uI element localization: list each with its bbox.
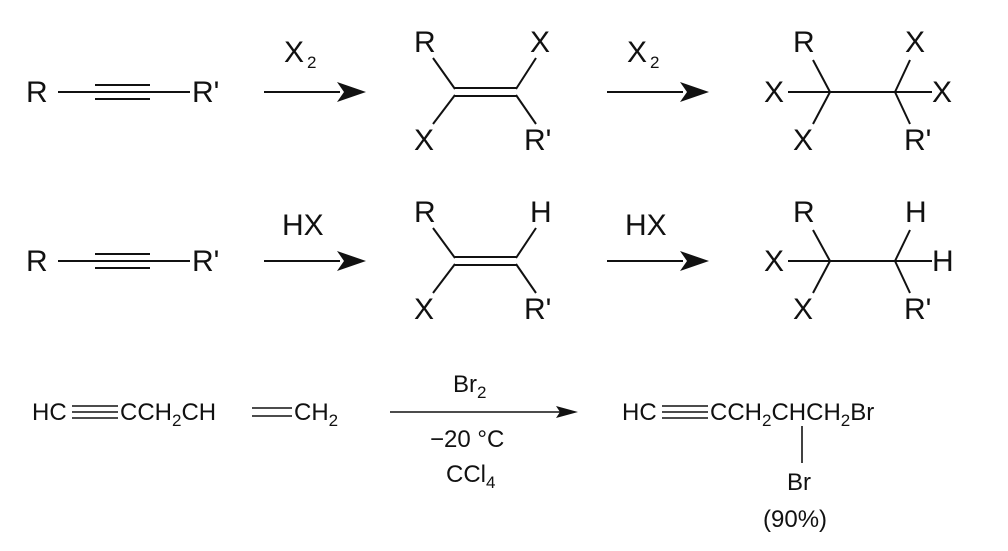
reaction-arrowhead — [337, 251, 366, 271]
row2-alkene-br: R' — [524, 293, 551, 326]
bond — [515, 94, 537, 125]
reactant-ch2: CH2 — [294, 399, 338, 430]
row1-alkene: R X X R' — [414, 26, 551, 157]
row2-alkene-tr: H — [530, 196, 552, 229]
row2-alkane-tl: R — [793, 196, 815, 229]
product-hc: HC — [622, 399, 657, 426]
row2-alkane-r: H — [932, 245, 954, 278]
row2-alkyne-right-label: R' — [192, 245, 219, 278]
row3-arrow: Br2 −20 °C CCl4 — [390, 371, 578, 492]
row3-product: HC CCH2CHCH2Br Br (90%) — [622, 399, 874, 533]
reaction-arrowhead — [556, 406, 578, 418]
bond — [812, 229, 831, 262]
row1-alkene-br: R' — [524, 124, 551, 157]
row2-arrow1: HX — [264, 209, 366, 271]
row2-alkane-bl: X — [793, 293, 813, 326]
row3-solvent: CCl4 — [446, 461, 495, 492]
product-chain: CCH2CHCH2Br — [710, 399, 874, 430]
bond — [894, 91, 911, 125]
row1-alkene-bl: X — [414, 124, 434, 157]
row2-alkyne: R R' — [26, 245, 219, 278]
bond — [812, 260, 831, 294]
row1-alkene-tr: X — [530, 26, 550, 59]
bond — [432, 57, 456, 90]
row3-temperature: −20 °C — [430, 426, 504, 453]
bond — [515, 227, 537, 259]
row1-alkyne: R R' — [26, 76, 219, 109]
reaction-arrowhead — [680, 82, 709, 102]
row2-alkyne-left-label: R — [26, 245, 48, 278]
row2-alkene-tl: R — [414, 196, 436, 229]
row3-reagent-label: Br2 — [453, 371, 486, 402]
bond — [894, 260, 911, 294]
bond — [432, 263, 456, 294]
row2-alkane: R H X H X R' — [764, 196, 954, 326]
row1-alkane-r: X — [932, 76, 952, 109]
row1-alkane-bl: X — [793, 124, 813, 157]
row1-alkane: R X X X X R' — [764, 26, 952, 157]
bond — [432, 227, 456, 259]
bond — [812, 91, 831, 125]
row2-alkane-br: R' — [904, 293, 931, 326]
bond — [515, 57, 537, 90]
reaction-arrowhead — [337, 82, 366, 102]
row1-alkane-tr: X — [905, 26, 925, 59]
reactant-hc: HC — [32, 399, 67, 426]
row2-alkane-tr: H — [905, 196, 927, 229]
row2-alkene-bl: X — [414, 293, 434, 326]
bond — [894, 59, 911, 93]
row1-alkane-l: X — [764, 76, 784, 109]
row2-reagent1-label: HX — [282, 209, 324, 242]
bond — [432, 94, 456, 125]
row3-reactant: HC CCH2CH CH2 — [32, 399, 338, 430]
product-br-substituent: Br — [787, 469, 811, 496]
bond — [812, 59, 831, 93]
row1-alkane-br: R' — [904, 124, 931, 157]
reaction-arrowhead — [680, 251, 709, 271]
row2-reagent2-label: HX — [625, 209, 667, 242]
row2-alkene: R H X R' — [414, 196, 552, 326]
row1-alkene-tl: R — [414, 26, 436, 59]
bond — [894, 229, 911, 262]
bond — [515, 263, 537, 294]
row2-alkane-l: X — [764, 245, 784, 278]
row1-alkane-tl: R — [793, 26, 815, 59]
row1-alkyne-left-label: R — [26, 76, 48, 109]
product-yield: (90%) — [763, 506, 827, 533]
row1-alkyne-right-label: R' — [192, 76, 219, 109]
reactant-chain: CCH2CH — [120, 399, 216, 430]
row2-arrow2: HX — [607, 209, 709, 271]
